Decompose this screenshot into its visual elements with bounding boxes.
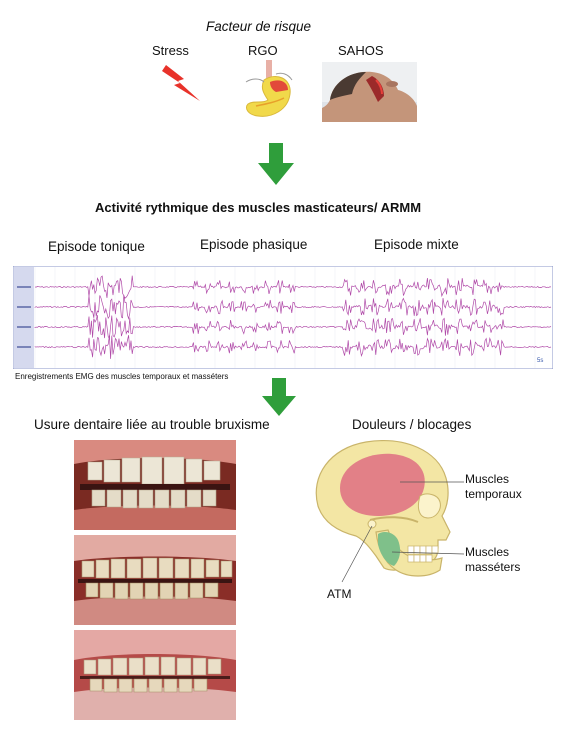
episode-mixed-label: Episode mixte <box>374 237 459 252</box>
episode-tonic-label: Episode tonique <box>48 239 145 254</box>
masseter-label-line2: masséters <box>465 560 521 574</box>
emg-trace <box>34 335 552 359</box>
emg-trace <box>34 294 552 320</box>
svg-text:5s: 5s <box>537 358 543 364</box>
teeth-photo <box>74 440 236 530</box>
sleeping-man-image <box>322 62 417 122</box>
masseter-muscles-label: Muscles masséters <box>465 545 520 575</box>
temporal-label-line2: temporaux <box>465 487 522 501</box>
sahos-label: SAHOS <box>338 43 384 58</box>
emg-trace <box>34 275 551 299</box>
masseter-label-line1: Muscles <box>465 545 510 559</box>
emg-recording: 5s <box>13 266 553 369</box>
rgo-label: RGO <box>248 43 278 58</box>
skull-diagram <box>315 440 465 583</box>
pain-title: Douleurs / blocages <box>352 417 472 432</box>
episode-phasic-label: Episode phasique <box>200 237 308 252</box>
dental-wear-title: Usure dentaire liée au trouble bruxisme <box>34 417 270 432</box>
channel-marker <box>17 326 31 328</box>
temporal-muscles-label: Muscles temporaux <box>465 472 522 502</box>
down-arrow-icon <box>258 143 294 185</box>
stress-label: Stress <box>152 43 189 58</box>
stomach-icon <box>245 60 293 117</box>
down-arrow-icon <box>262 378 296 416</box>
channel-marker <box>17 306 31 308</box>
risk-factors-title: Facteur de risque <box>206 19 312 34</box>
armm-title: Activité rythmique des muscles masticate… <box>95 200 422 215</box>
temporal-label-line1: Muscles <box>465 472 510 486</box>
lightning-icon <box>162 65 200 101</box>
channel-marker <box>17 286 31 288</box>
teeth-photo <box>74 630 236 720</box>
emg-caption: Enregistrements EMG des muscles temporau… <box>15 372 229 381</box>
teeth-photo <box>74 535 236 625</box>
emg-trace <box>34 315 552 340</box>
channel-marker <box>17 346 31 348</box>
atm-label: ATM <box>327 587 352 601</box>
